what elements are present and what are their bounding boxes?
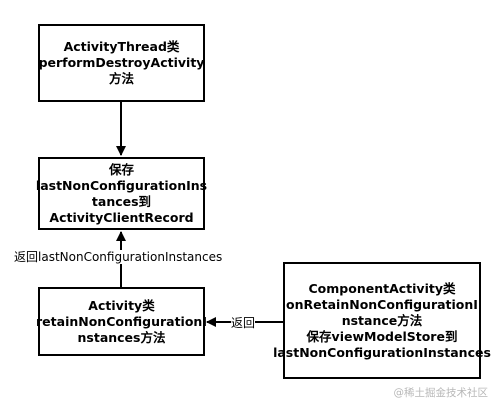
node-save-last-non-configuration-instances: 保存 lastNonConfigurationIns tances到 Activ…	[35, 157, 208, 230]
watermark: @稀土掘金技术社区	[393, 387, 489, 399]
node-text-line: 保存viewModelStore到	[306, 328, 458, 344]
node-text-line: Activity类	[88, 297, 155, 313]
node-text-line: ActivityThread类	[63, 39, 180, 54]
node-activity-retain-non-configuration-instances: Activity类 retainNonConfigurationI nstanc…	[36, 287, 207, 356]
node-text-line: tances到	[91, 193, 152, 209]
node-text-line: ComponentActivity类	[308, 280, 456, 296]
edge-label-return: 返回	[231, 316, 256, 330]
node-text-line: nstances方法	[77, 329, 166, 345]
edge-label-return-last-non-configuration-instances: 返回lastNonConfigurationInstances	[14, 250, 223, 264]
node-text-line: 方法	[108, 71, 134, 86]
node-text-line: 保存	[108, 161, 134, 177]
node-text-line: nstance方法	[341, 312, 423, 328]
node-text-line: lastNonConfigurationInstances	[273, 344, 491, 360]
node-component-activity-on-retain: ComponentActivity类 onRetainNonConfigurat…	[273, 262, 491, 379]
node-text-line: onRetainNonConfigurationI	[286, 296, 478, 312]
node-activitythread-perform-destroy-activity: ActivityThread类 performDestroyActivity 方…	[38, 24, 205, 102]
node-text-line: ActivityClientRecord	[49, 209, 194, 225]
node-text-line: performDestroyActivity	[38, 55, 205, 70]
node-text-line: retainNonConfigurationI	[36, 313, 207, 329]
node-text-line: lastNonConfigurationIns	[35, 177, 208, 193]
